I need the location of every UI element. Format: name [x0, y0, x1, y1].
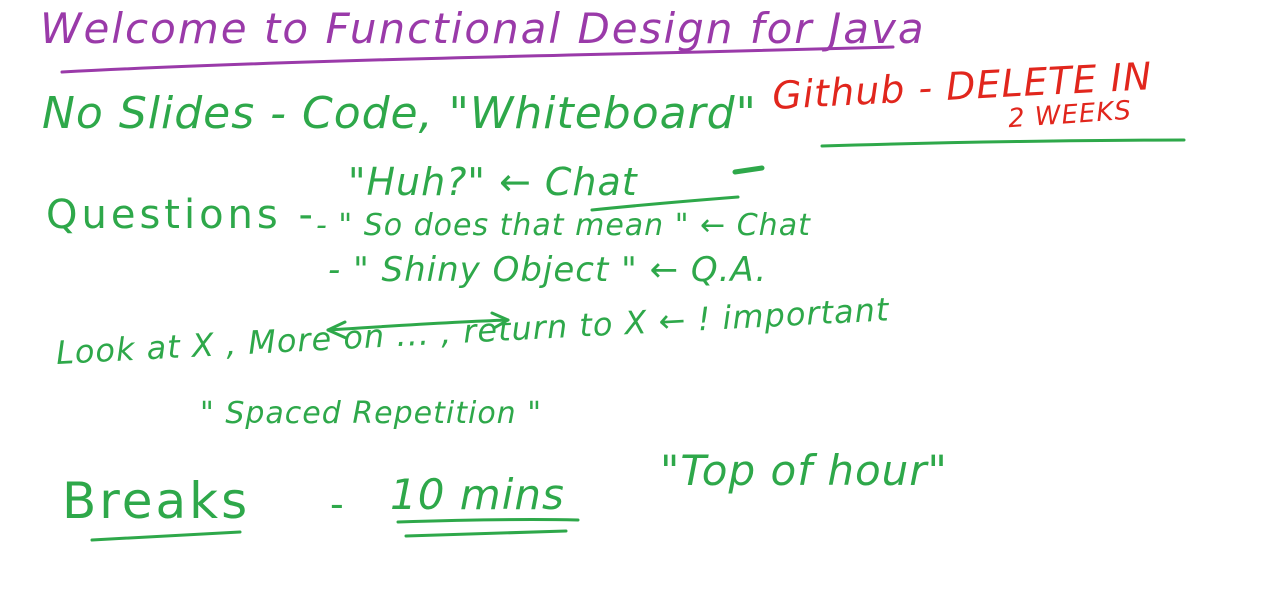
- mins-underline-1: [396, 518, 580, 524]
- top-of-hour-text: "Top of hour": [660, 446, 948, 495]
- look-at-text: Look at X , More on ... , return to X ← …: [55, 290, 891, 372]
- mins-underline-2: [404, 529, 568, 538]
- breaks-underline: [90, 530, 242, 542]
- question-so-does: - " So does that mean " ← Chat: [316, 208, 811, 243]
- page-title: Welcome to Functional Design for Java: [40, 4, 926, 53]
- github-underline: [820, 138, 1186, 148]
- breaks-duration: 10 mins: [390, 470, 565, 519]
- question-huh: "Huh?" ← Chat: [348, 160, 638, 204]
- spaced-repetition-text: " Spaced Repetition ": [200, 396, 543, 431]
- questions-label: Questions -: [46, 192, 317, 238]
- no-slides-text: No Slides - Code, "Whiteboard": [42, 88, 757, 139]
- breaks-label: Breaks: [62, 472, 251, 530]
- question-shiny: - " Shiny Object " ← Q.A.: [328, 250, 768, 290]
- chat-dash: [732, 165, 765, 175]
- breaks-dash: -: [330, 482, 345, 526]
